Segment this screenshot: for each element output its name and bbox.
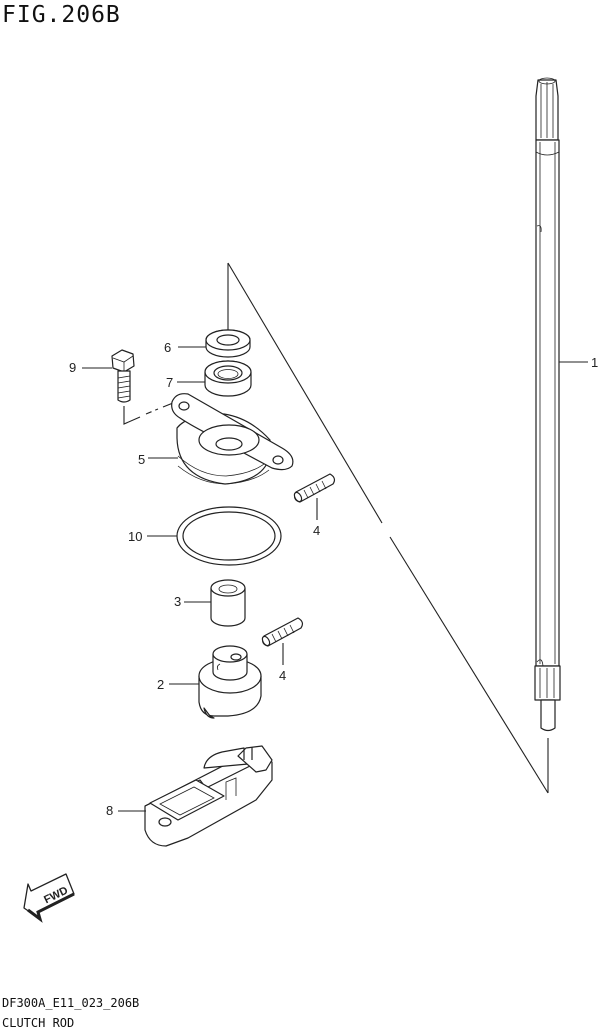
washer-part[interactable]: [205, 329, 251, 358]
figure-code: DF300A_E11_023_206B: [2, 996, 140, 1010]
pin-part-lower[interactable]: [261, 617, 304, 647]
housing-part[interactable]: [171, 393, 294, 485]
callout-3: 3: [174, 594, 181, 609]
figure-title: FIG.206B: [2, 2, 121, 28]
clutch-rod-part[interactable]: [534, 77, 561, 732]
shifter-part[interactable]: [198, 645, 262, 719]
oil-seal-part[interactable]: [204, 360, 252, 397]
callout-4-lower: 4: [279, 668, 286, 683]
bushing-part[interactable]: [210, 579, 246, 627]
callout-4-upper: 4: [313, 523, 320, 538]
callout-7: 7: [166, 375, 173, 390]
callout-9: 9: [69, 360, 76, 375]
callout-2: 2: [157, 677, 164, 692]
callout-8: 8: [106, 803, 113, 818]
callout-6: 6: [164, 340, 171, 355]
fwd-arrow-icon: [23, 873, 75, 923]
assembly-lines: [227, 262, 549, 794]
bolt-part[interactable]: [111, 349, 135, 403]
callout-10: 10: [128, 529, 142, 544]
clutch-cam-part[interactable]: [144, 745, 273, 847]
o-ring-part[interactable]: [176, 506, 282, 566]
pin-part-upper[interactable]: [293, 473, 336, 503]
callout-5: 5: [138, 452, 145, 467]
callout-1: 1: [591, 355, 598, 370]
figure-name: CLUTCH ROD: [2, 1016, 75, 1030]
